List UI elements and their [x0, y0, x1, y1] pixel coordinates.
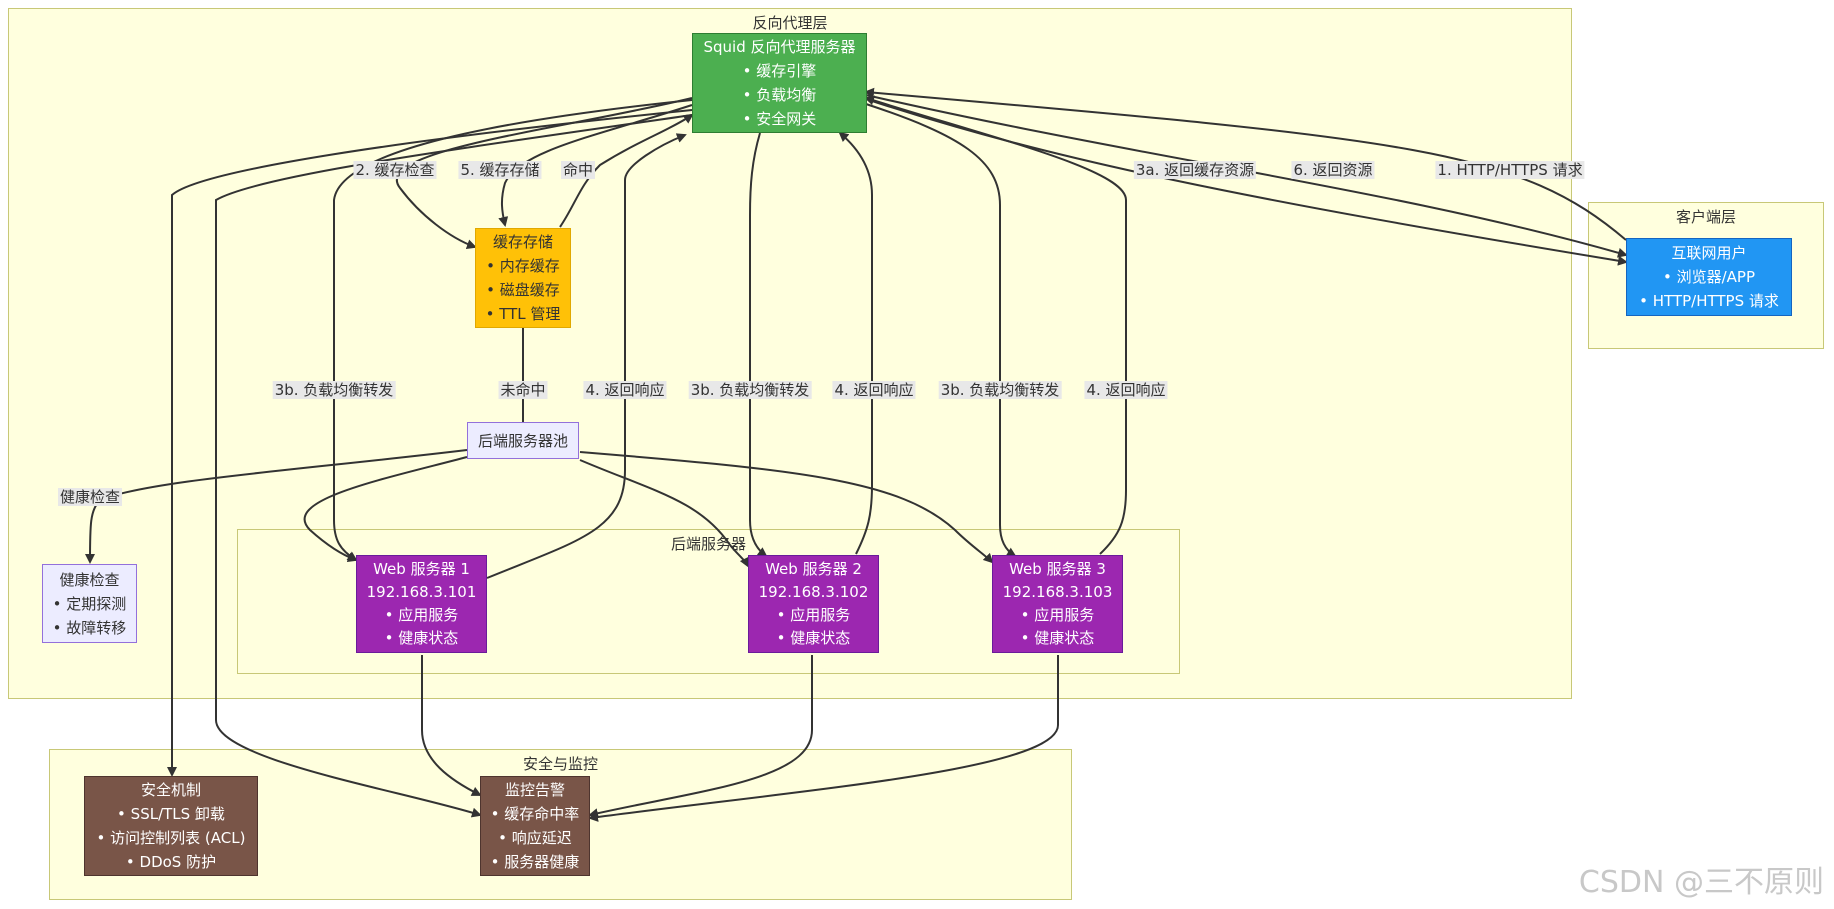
edge-squid-monitor	[215, 114, 693, 818]
monitoring-alert-node[interactable]: 监控告警 缓存命中率 响应延迟 服务器健康	[480, 776, 590, 876]
edge-label-return-resource: 6. 返回资源	[1291, 161, 1375, 179]
edge-request	[864, 87, 1627, 241]
web-server-3-title: Web 服务器 3	[1009, 560, 1106, 578]
edge-web3-monitor	[588, 655, 1059, 822]
edge-label-request: 1. HTTP/HTTPS 请求	[1435, 161, 1585, 179]
cache-storage-item: 磁盘缓存	[486, 278, 560, 302]
cluster-client-layer-title: 客户端层	[1675, 208, 1736, 226]
monitoring-alert-item: 服务器健康	[491, 850, 579, 874]
edge-return-cache	[865, 98, 1628, 266]
edge-web1-monitor	[421, 655, 482, 796]
monitoring-alert-item: 响应延迟	[498, 826, 572, 850]
health-check-title: 健康检查	[59, 570, 120, 589]
edge-return-resource	[865, 94, 1628, 258]
edge-label-cache-check: 2. 缓存检查	[353, 161, 437, 179]
monitoring-alert-title: 监控告警	[504, 781, 565, 799]
health-check-node[interactable]: 健康检查 定期探测 故障转移	[42, 564, 137, 643]
web-server-3-item: 健康状态	[1021, 627, 1094, 650]
health-check-item: 定期探测	[53, 592, 126, 616]
edge-pool-web1	[303, 456, 468, 562]
web-server-2-item: 应用服务	[777, 604, 850, 627]
edge-lb-web3	[865, 103, 1017, 558]
edge-lb-web2	[749, 132, 768, 558]
web-server-3-item: 应用服务	[1021, 604, 1094, 627]
edge-label-lb-web1: 3b. 负载均衡转发	[272, 381, 396, 399]
internet-user-node[interactable]: 互联网用户 浏览器/APP HTTP/HTTPS 请求	[1626, 238, 1792, 316]
squid-proxy-item: 缓存引擎	[743, 59, 816, 83]
squid-proxy-node[interactable]: Squid 反向代理服务器 缓存引擎 负载均衡 安全网关	[692, 33, 867, 133]
edge-squid-security	[167, 109, 693, 777]
edge-pool-web2	[579, 459, 749, 568]
cluster-security-monitoring-title: 安全与监控	[522, 755, 598, 773]
edge-pool-web3	[579, 451, 994, 564]
web-server-1-node[interactable]: Web 服务器 1 192.168.3.101 应用服务 健康状态	[356, 555, 487, 653]
edge-label-resp-web1: 4. 返回响应	[583, 381, 667, 399]
edge-resp-web3	[864, 95, 1127, 555]
monitoring-alert-item: 缓存命中率	[491, 802, 579, 826]
squid-proxy-title: Squid 反向代理服务器	[703, 38, 856, 56]
cache-storage-item: TTL 管理	[486, 302, 560, 326]
web-server-3-ip: 192.168.3.103	[1002, 583, 1113, 601]
squid-proxy-item: 安全网关	[743, 107, 816, 131]
health-check-item: 故障转移	[53, 616, 126, 640]
edge-label-miss: 未命中	[498, 381, 548, 399]
internet-user-item: 浏览器/APP	[1663, 265, 1755, 289]
cluster-proxy-layer-title: 反向代理层	[752, 14, 828, 32]
cache-storage-node[interactable]: 缓存存储 内存缓存 磁盘缓存 TTL 管理	[475, 228, 571, 328]
web-server-2-title: Web 服务器 2	[765, 560, 862, 578]
squid-proxy-item: 负载均衡	[743, 83, 816, 107]
security-mechanism-node[interactable]: 安全机制 SSL/TLS 卸载 访问控制列表 (ACL) DDoS 防护	[84, 776, 258, 876]
edge-label-cache-store: 5. 缓存存储	[458, 161, 542, 179]
cache-storage-title: 缓存存储	[492, 233, 553, 251]
security-mechanism-title: 安全机制	[140, 781, 201, 799]
edge-label-hit: 命中	[560, 161, 596, 179]
edge-hit	[559, 113, 694, 228]
cache-storage-item: 内存缓存	[486, 254, 560, 278]
web-server-2-item: 健康状态	[777, 627, 850, 650]
security-mechanism-item: DDoS 防护	[126, 850, 217, 874]
backend-pool-title: 后端服务器池	[477, 431, 568, 450]
web-server-2-ip: 192.168.3.102	[758, 583, 869, 601]
web-server-1-ip: 192.168.3.101	[366, 583, 477, 601]
backend-pool-node[interactable]: 后端服务器池	[467, 422, 579, 459]
internet-user-item: HTTP/HTTPS 请求	[1639, 289, 1779, 313]
edge-label-resp-web3: 4. 返回响应	[1084, 381, 1168, 399]
csdn-watermark: CSDN @三不原则	[1578, 865, 1824, 900]
edge-resp-web1	[486, 133, 687, 579]
security-mechanism-item: SSL/TLS 卸载	[117, 802, 225, 826]
web-server-2-node[interactable]: Web 服务器 2 192.168.3.102 应用服务 健康状态	[748, 555, 879, 653]
edge-label-healthcheck: 健康检查	[57, 488, 123, 506]
edge-cache-check	[396, 97, 693, 249]
edge-resp-web2	[838, 131, 873, 555]
web-server-3-node[interactable]: Web 服务器 3 192.168.3.103 应用服务 健康状态	[992, 555, 1123, 653]
edge-label-lb-web3: 3b. 负载均衡转发	[938, 381, 1062, 399]
edge-label-resp-web2: 4. 返回响应	[832, 381, 916, 399]
edge-healthcheck	[85, 449, 468, 564]
internet-user-title: 互联网用户	[1671, 244, 1747, 262]
edge-web2-monitor	[588, 655, 813, 819]
edge-label-return-cache: 3a. 返回缓存资源	[1133, 161, 1257, 179]
web-server-1-item: 应用服务	[385, 604, 458, 627]
web-server-1-item: 健康状态	[385, 627, 458, 650]
edge-label-lb-web2: 3b. 负载均衡转发	[688, 381, 812, 399]
web-server-1-title: Web 服务器 1	[373, 560, 470, 578]
security-mechanism-item: 访问控制列表 (ACL)	[97, 826, 245, 850]
